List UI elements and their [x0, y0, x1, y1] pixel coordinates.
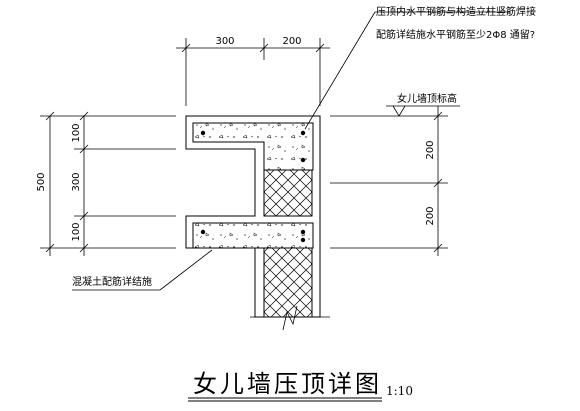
dim-left-100-bottom: 100: [71, 222, 82, 241]
drawing-scale: 1:10: [386, 384, 413, 398]
dim-left-300: 300: [71, 172, 82, 191]
masonry-wall-upper: [263, 169, 313, 217]
dim-right-200-top: 200: [425, 140, 436, 159]
rebar-dots: [200, 130, 306, 243]
weld-note-leader: [304, 11, 510, 130]
section-outer-outline: [185, 115, 321, 318]
elevation-marker: [386, 105, 460, 117]
right-dimension: [330, 106, 448, 256]
concrete-note-leader: [72, 249, 213, 291]
weld-note-line2: 配筋详结施水平钢筋至少2Φ8 通留?: [376, 28, 535, 41]
top-dimension: [176, 38, 330, 106]
break-line: [250, 305, 330, 331]
parapet-top-elevation-label: 女儿墙顶标高: [397, 92, 457, 105]
left-dimension: [40, 111, 176, 256]
masonry-wall-lower: [263, 247, 313, 318]
dim-top-300: 300: [215, 36, 234, 47]
concrete-coping-top: [192, 122, 314, 171]
concrete-band-lower: [192, 222, 314, 249]
drawing-title: 女儿墙压顶详图: [193, 370, 382, 398]
dim-left-100-top: 100: [71, 123, 82, 142]
concrete-note: 混凝土配筋详结施: [72, 275, 152, 288]
dim-right-200-bottom: 200: [425, 206, 436, 225]
weld-note-line1: 压顶内水平钢筋与构造立柱竖筋焊接: [376, 5, 536, 18]
dim-left-500: 500: [36, 172, 47, 191]
dim-top-200: 200: [282, 36, 301, 47]
